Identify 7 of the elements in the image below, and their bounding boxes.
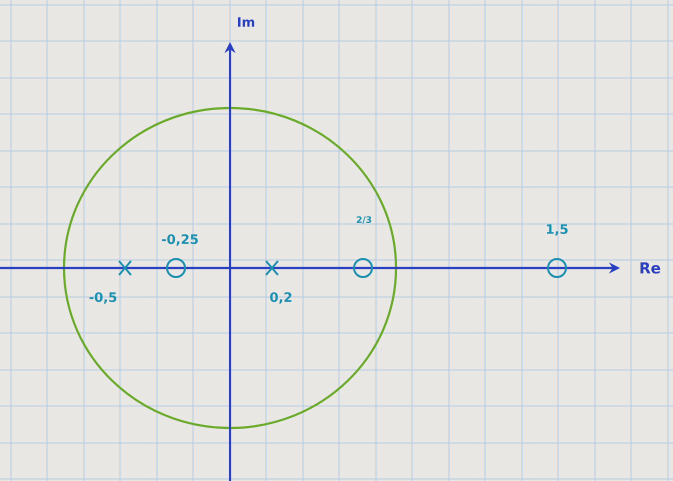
value-label: 0,2 (270, 292, 292, 304)
axis-label: Im (238, 17, 254, 27)
axis-label: Re (640, 262, 660, 274)
value-label: 1,5 (546, 224, 568, 236)
value-label: 2/3 (356, 216, 372, 224)
value-label: -0,25 (162, 234, 198, 246)
value-label: -0,5 (90, 292, 116, 304)
